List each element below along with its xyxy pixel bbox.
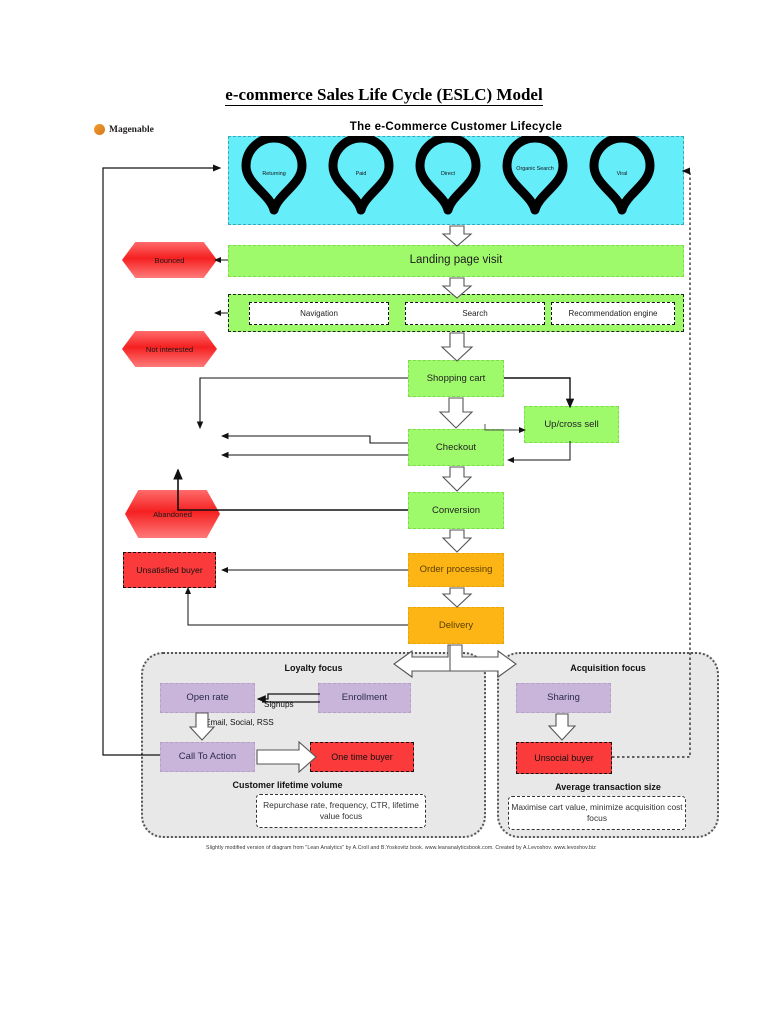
- node-label: Sharing: [547, 692, 580, 704]
- loyalty-metric-title: Customer lifetime volume: [232, 780, 343, 790]
- funnel-returning[interactable]: Returning: [232, 147, 316, 225]
- node-label: Search: [462, 308, 488, 318]
- loyalty-channels-label: Email, Social, RSS: [205, 718, 274, 727]
- page-title-text: e-commerce Sales Life Cycle (ESLC) Model: [225, 85, 543, 106]
- note-text: Maximise cart value, minimize acquisitio…: [511, 801, 683, 823]
- funnel-label: Returning: [262, 171, 286, 177]
- exit-label: Abandoned: [153, 509, 192, 519]
- node-label: Enrollment: [341, 692, 388, 704]
- loyalty-focus-title: Loyalty focus: [284, 663, 343, 673]
- funnel-label: Paid: [355, 171, 367, 177]
- flow-delivery[interactable]: Delivery: [408, 607, 504, 644]
- loyalty-one-time-buyer[interactable]: One time buyer: [310, 742, 414, 772]
- acquisition-focus-title: Acquisition focus: [570, 663, 646, 673]
- node-label: Landing page visit: [409, 254, 503, 267]
- acquisition-unsocial-buyer[interactable]: Unsocial buyer: [516, 742, 612, 774]
- node-label: Recommendation engine: [568, 308, 658, 318]
- loyalty-signups-label: Signups: [264, 700, 294, 709]
- discovery-search[interactable]: Search: [405, 302, 545, 325]
- loyalty-call-to-action[interactable]: Call To Action: [160, 742, 255, 772]
- node-label: Delivery: [438, 619, 474, 631]
- page-title: e-commerce Sales Life Cycle (ESLC) Model: [0, 85, 768, 106]
- exit-not-interested[interactable]: Not interested: [122, 331, 217, 367]
- exit-label: Unsatisfied buyer: [136, 564, 203, 575]
- exit-unsatisfied-buyer[interactable]: Unsatisfied buyer: [123, 552, 216, 588]
- funnel-label: Organic Search: [516, 166, 554, 172]
- node-label: Call To Action: [178, 751, 237, 763]
- exit-abandoned[interactable]: Abandoned: [125, 490, 220, 538]
- acquisition-sharing[interactable]: Sharing: [516, 683, 611, 713]
- node-label: Shopping cart: [426, 372, 486, 384]
- loyalty-enrollment[interactable]: Enrollment: [318, 683, 411, 713]
- funnel-organic-search[interactable]: Organic Search: [493, 145, 577, 223]
- node-label: Open rate: [186, 692, 229, 704]
- node-label: Order processing: [419, 564, 493, 576]
- funnel-paid[interactable]: Paid: [319, 147, 403, 225]
- flow-up-cross-sell[interactable]: Up/cross sell: [524, 406, 619, 443]
- exit-label: Bounced: [154, 255, 185, 265]
- exit-label: Not interested: [145, 344, 194, 354]
- node-label: Unsocial buyer: [534, 752, 594, 763]
- node-label: Checkout: [435, 441, 477, 453]
- node-label: Up/cross sell: [544, 418, 599, 430]
- flow-checkout[interactable]: Checkout: [408, 429, 504, 466]
- funnel-label: Viral: [616, 171, 628, 177]
- flow-order-processing[interactable]: Order processing: [408, 553, 504, 587]
- discovery-recommendation-engine[interactable]: Recommendation engine: [551, 302, 675, 325]
- funnel-label: Direct: [440, 171, 456, 177]
- node-label: Navigation: [300, 308, 338, 318]
- footer-credit: Slightly modified version of diagram fro…: [206, 845, 596, 851]
- flow-shopping-cart[interactable]: Shopping cart: [408, 360, 504, 397]
- node-label: Conversion: [431, 504, 481, 516]
- loyalty-open-rate[interactable]: Open rate: [160, 683, 255, 713]
- funnel-direct[interactable]: Direct: [406, 147, 490, 225]
- note-text: Repurchase rate, frequency, CTR, lifetim…: [263, 799, 419, 821]
- loyalty-metric-note: Repurchase rate, frequency, CTR, lifetim…: [256, 794, 426, 828]
- discovery-navigation[interactable]: Navigation: [249, 302, 389, 325]
- magenable-logo-icon: [94, 124, 105, 135]
- flow-discovery-band: Navigation Search Recommendation engine: [228, 294, 684, 332]
- magenable-logo-text: Magenable: [109, 124, 154, 135]
- flow-landing-page-visit[interactable]: Landing page visit: [228, 245, 684, 277]
- node-label: One time buyer: [331, 751, 393, 762]
- funnel-viral[interactable]: Viral: [580, 147, 664, 225]
- flow-conversion[interactable]: Conversion: [408, 492, 504, 529]
- magenable-logo: Magenable: [94, 124, 154, 135]
- lifecycle-heading: The e-Commerce Customer Lifecycle: [349, 121, 563, 133]
- acquisition-metric-note: Maximise cart value, minimize acquisitio…: [508, 796, 686, 830]
- acquisition-metric-title: Average transaction size: [555, 782, 661, 792]
- exit-bounced[interactable]: Bounced: [122, 242, 217, 278]
